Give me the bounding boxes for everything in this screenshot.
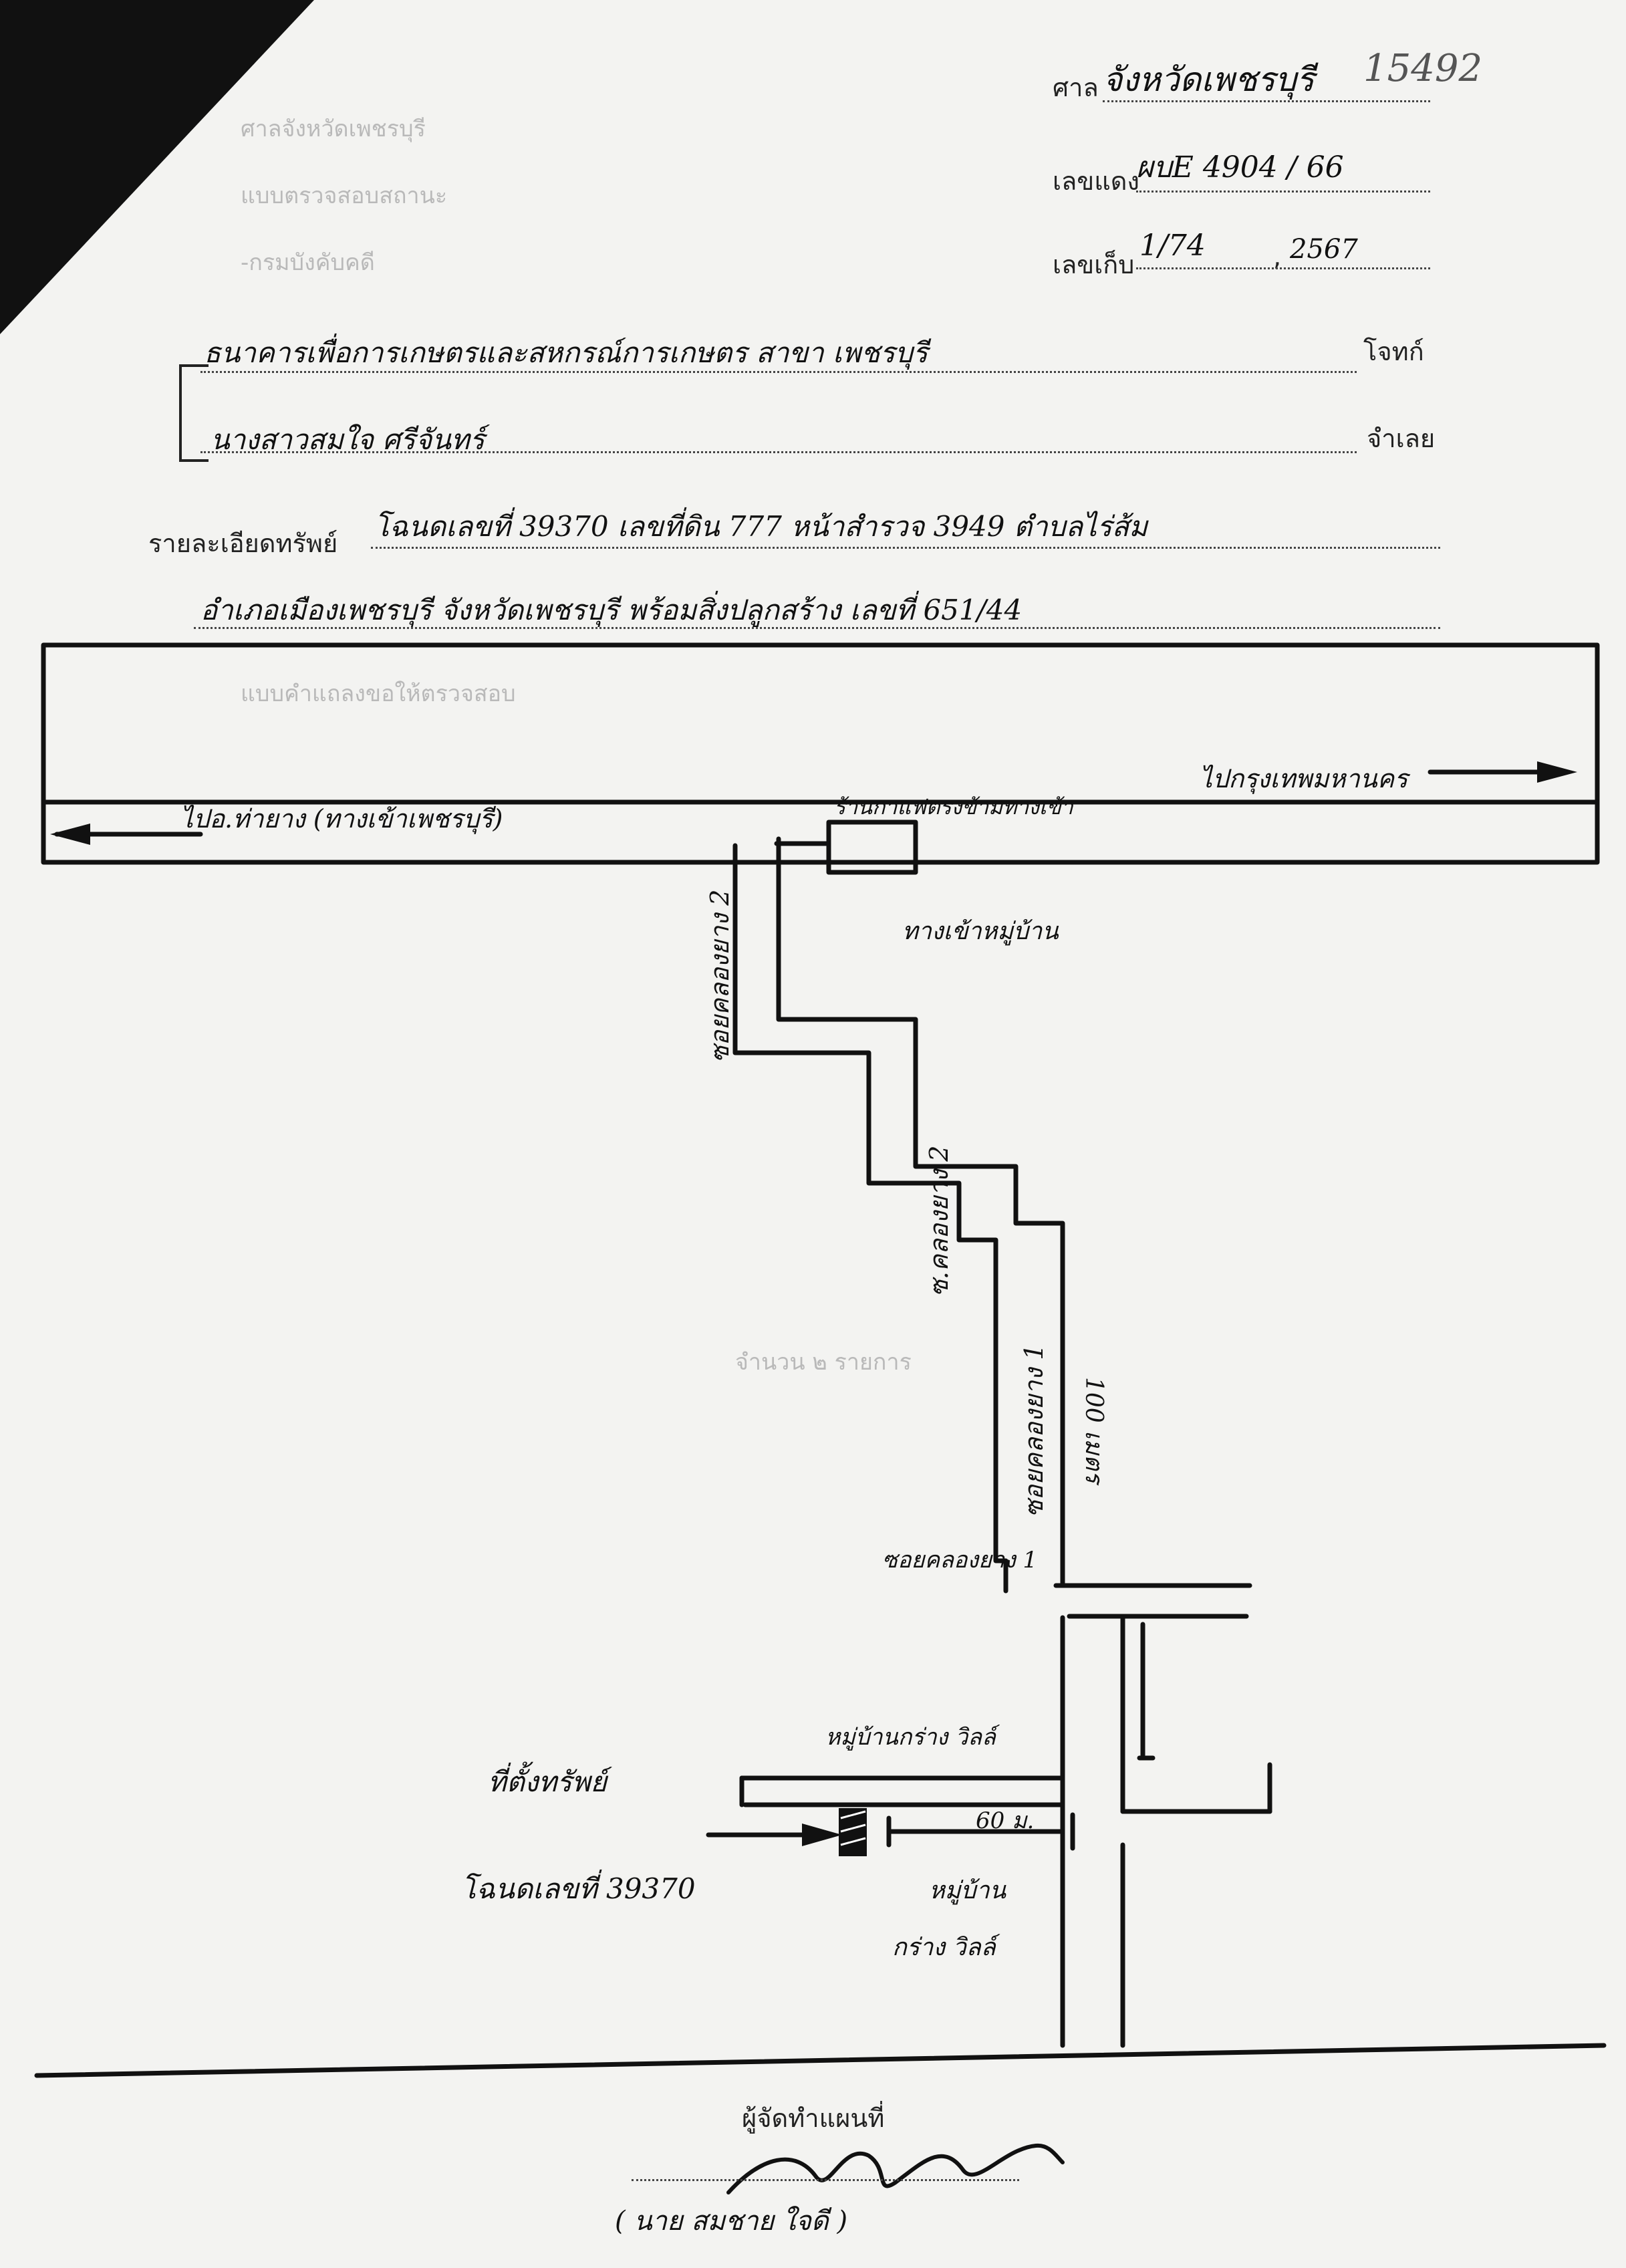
main-road-frame bbox=[41, 642, 1600, 865]
court-label: ศาล bbox=[1053, 73, 1099, 102]
deed-number-label: โฉนดเลขที่ 39370 bbox=[461, 1869, 696, 1905]
landmark-top-label: ร้านกาแฟตรงข้ามทางเข้า bbox=[834, 794, 1074, 820]
scan-corner-shadow bbox=[0, 0, 314, 334]
defendant-line bbox=[200, 451, 1357, 453]
soi-outer-edge bbox=[732, 843, 1008, 1594]
black-case-line bbox=[1136, 191, 1430, 193]
soi-bottom-label: ซอยคลองยาง 1 bbox=[882, 1547, 1037, 1573]
defendant-value: นางสาวสมใจ ศรีจันทร์ bbox=[211, 423, 485, 456]
black-case-value: ผบE 4904 / 66 bbox=[1136, 150, 1344, 184]
plaintiff-label: โจทก์ bbox=[1363, 337, 1424, 366]
officer-signature bbox=[726, 2143, 1065, 2194]
background-form-text: ศาลจังหวัดเพชรบุรี bbox=[241, 116, 426, 142]
storage-separator: , bbox=[1273, 242, 1282, 271]
signature-line bbox=[632, 2179, 1019, 2181]
background-form-text: แบบคำแถลงขอให้ตรวจสอบ bbox=[241, 680, 516, 707]
black-case-label: เลขแดง bbox=[1053, 166, 1139, 196]
village-name-label: กร่าง วิลล์ bbox=[892, 1934, 1000, 1961]
landmark-arrow-label: ทางเข้าหมู่บ้าน bbox=[902, 918, 1059, 946]
corner-number: 15492 bbox=[1363, 47, 1483, 90]
property-arrow-head bbox=[802, 1823, 842, 1846]
property-location-label: ที่ตั้งทรัพย์ bbox=[488, 1761, 612, 1798]
court-line bbox=[1103, 100, 1430, 102]
court-value: จังหวัดเพชรบุรี bbox=[1103, 60, 1315, 99]
defendant-label: จำเลย bbox=[1367, 424, 1436, 453]
village-label: หมู่บ้านกร่าง วิลล์ bbox=[825, 1724, 1000, 1751]
property-dotline-2 bbox=[194, 627, 1440, 629]
map-baseline bbox=[34, 2043, 1607, 2078]
storage-value: 1/74 bbox=[1139, 229, 1206, 263]
background-form-text: -กรมบังคับคดี bbox=[241, 249, 375, 276]
landmark-box bbox=[826, 820, 918, 875]
officer-label: ผู้จัดทำแผนที่ bbox=[742, 2104, 885, 2133]
officer-name: ( นาย สมชาย ใจดี ) bbox=[615, 2206, 848, 2237]
soi-inner-edge bbox=[776, 836, 1065, 1587]
plaintiff-line bbox=[200, 371, 1357, 373]
property-label: รายละเอียดทรัพย์ bbox=[148, 529, 338, 558]
soi-lower-label: ซอยคลองยาง 1 bbox=[1019, 1344, 1049, 1517]
distance-right-label: 100 เมตร bbox=[1080, 1377, 1107, 1487]
property-dotline-1 bbox=[371, 547, 1440, 549]
background-form-text: แบบตรวจสอบสถานะ bbox=[241, 182, 448, 209]
property-line-1: โฉนดเลขที่ 39370 เลขที่ดิน 777 หน้าสำรวจ… bbox=[374, 510, 1148, 543]
soi-middle-label: ซ.คลองยาง 2 bbox=[924, 1146, 954, 1297]
arrow-left-head bbox=[50, 824, 90, 845]
main-road-right-label: ไปกรุงเทพมหานคร bbox=[1200, 764, 1411, 794]
background-form-text: จำนวน ๒ รายการ bbox=[735, 1349, 912, 1376]
party-bracket bbox=[179, 364, 209, 462]
plaintiff-value: ธนาคารเพื่อการเกษตรและสหกรณ์การเกษตร สาข… bbox=[204, 336, 928, 369]
main-road-left-label: ไปอ.ท่ายาง (ทางเข้าเพชรบุรี) bbox=[180, 804, 503, 834]
soi-left-label: ซอยคลองยาง 2 bbox=[705, 890, 734, 1063]
arrow-right-head bbox=[1537, 761, 1577, 783]
property-marker bbox=[839, 1808, 867, 1856]
storage-line bbox=[1136, 267, 1430, 269]
property-line-2: อำเภอเมืองเพชรบุรี จังหวัดเพชรบุรี พร้อม… bbox=[200, 594, 1023, 626]
storage-year: 2567 bbox=[1290, 234, 1358, 265]
storage-label: เลขเก็บ bbox=[1053, 250, 1135, 279]
village-below-label: หมู่บ้าน bbox=[929, 1877, 1007, 1905]
distance-bottom-label: 60 ม. bbox=[976, 1807, 1034, 1834]
